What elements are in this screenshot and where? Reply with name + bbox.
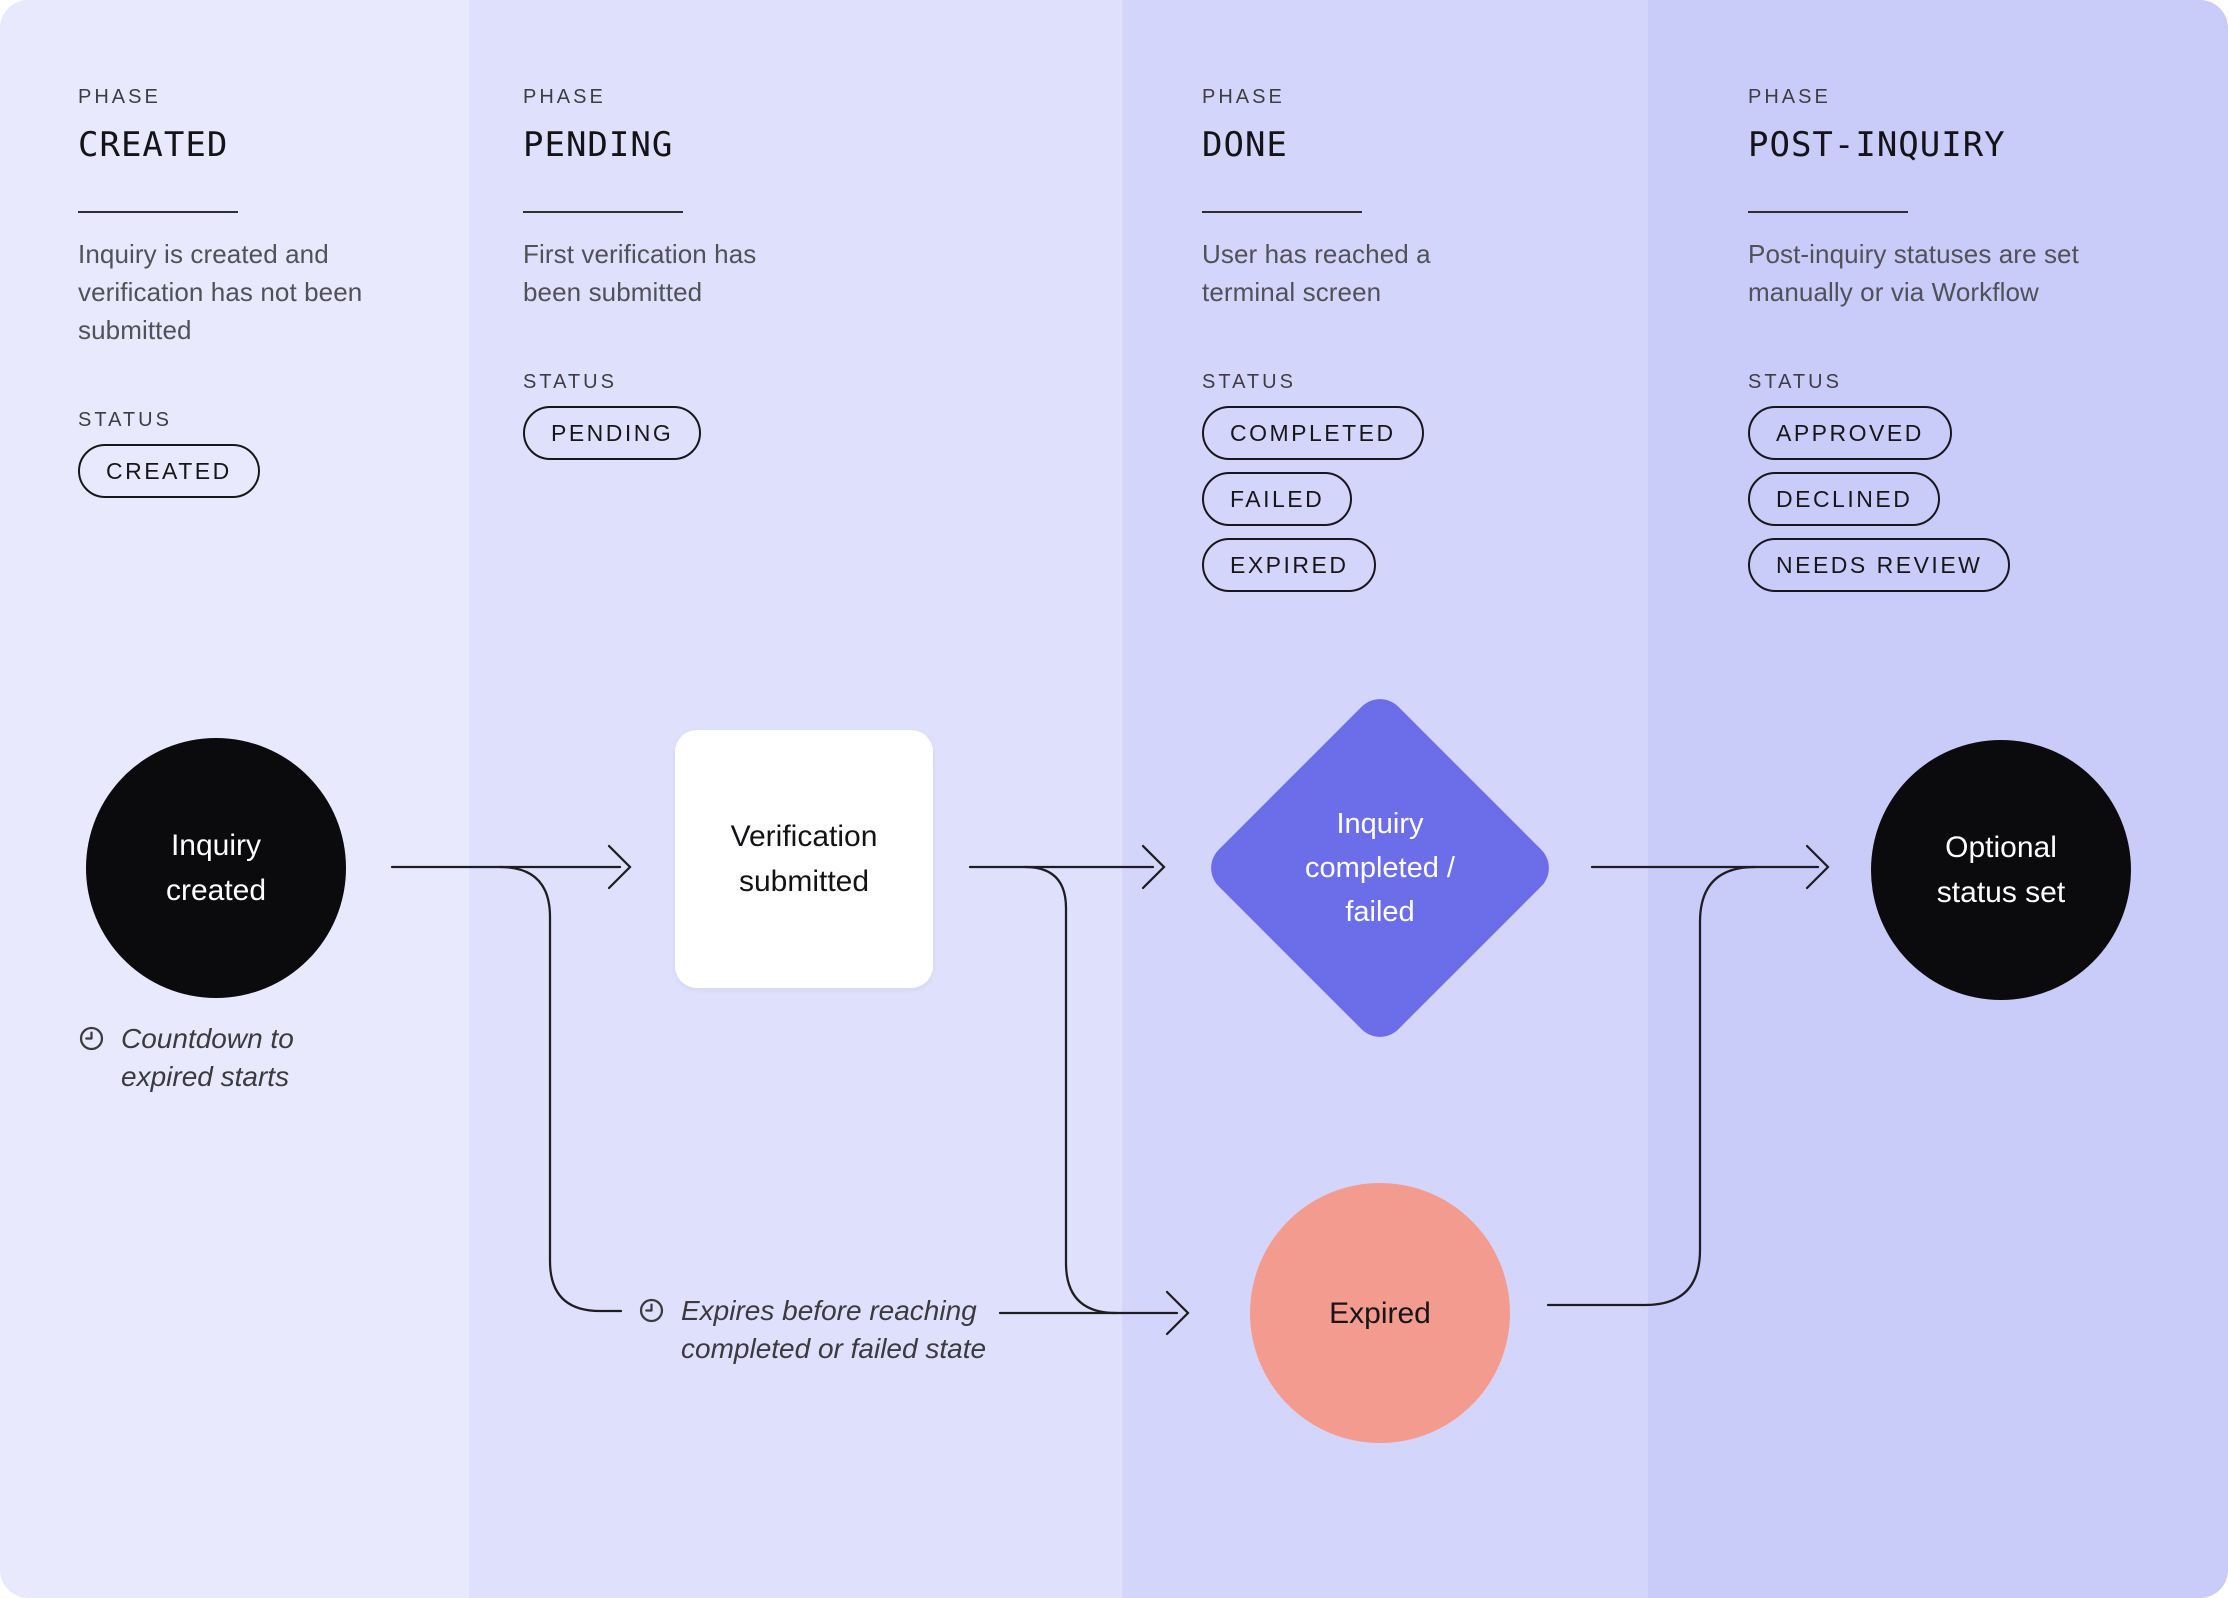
annotation-line: Expires before reaching [681,1295,977,1326]
phase-description: First verification has been submitted [523,235,953,311]
status-label: STATUS [1202,371,1296,393]
node-label-line: Inquiry [1336,808,1424,840]
status-label: STATUS [78,409,172,431]
node-label-line: Verification [730,820,878,853]
node-optional-status-set: Optional status set [1871,740,2131,1000]
annotation-line: Countdown to [121,1023,294,1054]
divider [78,211,238,213]
node-label-line: Inquiry [170,829,262,862]
node-label-line: Optional [1945,831,2057,864]
phase-name: POST-INQUIRY [1748,125,2006,165]
description-line: verification has not been [78,277,363,307]
phase-label: PHASE [78,86,161,108]
clock-icon [79,1026,104,1051]
phase-name: DONE [1202,125,1288,165]
node-inquiry-completed-failed: Inquiry completed / failed [1200,688,1560,1048]
diamond-label: Inquiry completed / failed [1253,741,1507,995]
description-line: submitted [78,315,192,345]
annotation-line: expired starts [121,1061,290,1092]
node-label-line: submitted [738,865,870,898]
status-label: STATUS [523,371,617,393]
node-label-line: Expired [1329,1296,1431,1330]
phase-label: PHASE [1202,86,1285,108]
description-line: Inquiry is created and [78,239,329,269]
status-label: STATUS [1748,371,1842,393]
description-line: First verification has [523,239,757,269]
phase-description: Inquiry is created and verification has … [78,235,508,349]
column-header-pending: PHASE PENDING First verification has bee… [523,86,953,460]
phase-name: CREATED [78,125,229,165]
phase-name: PENDING [523,125,674,165]
status-badge: COMPLETED [1202,406,1424,460]
node-label-line: failed [1345,896,1415,928]
status-badge: FAILED [1202,472,1353,526]
node-inquiry-created: Inquiry created [86,738,346,998]
node-label-line: status set [1936,876,2066,909]
description-line: manually or via Workflow [1748,277,2039,307]
status-badge: EXPIRED [1202,538,1377,592]
column-header-created: PHASE CREATED Inquiry is created and ver… [78,86,508,498]
node-verification-submitted: Verification submitted [675,730,933,988]
phase-label: PHASE [1748,86,1831,108]
divider [1748,211,1908,213]
annotation-countdown-to-expired: Countdown to expired starts [78,1020,294,1096]
status-badge: NEEDS REVIEW [1748,538,2011,592]
status-badge: DECLINED [1748,472,1941,526]
description-line: Post-inquiry statuses are set [1748,239,2079,269]
description-line: User has reached a [1202,239,1431,269]
phase-description: Post-inquiry statuses are set manually o… [1748,235,2178,311]
status-badge: PENDING [523,406,702,460]
column-header-post-inquiry: PHASE POST-INQUIRY Post-inquiry statuses… [1748,86,2178,592]
status-badge: APPROVED [1748,406,1952,460]
description-line: been submitted [523,277,703,307]
annotation-line: completed or failed state [681,1333,987,1364]
description-line: terminal screen [1202,277,1382,307]
phase-description: User has reached a terminal screen [1202,235,1632,311]
divider [1202,211,1362,213]
clock-icon [639,1298,664,1323]
node-expired: Expired [1250,1183,1510,1443]
node-label-line: created [165,874,267,907]
node-label-line: completed / [1305,852,1455,884]
phase-label: PHASE [523,86,606,108]
status-badge: CREATED [78,444,260,498]
divider [523,211,683,213]
annotation-expires-before-terminal: Expires before reaching completed or fai… [638,1292,986,1368]
column-header-done: PHASE DONE User has reached a terminal s… [1202,86,1632,592]
